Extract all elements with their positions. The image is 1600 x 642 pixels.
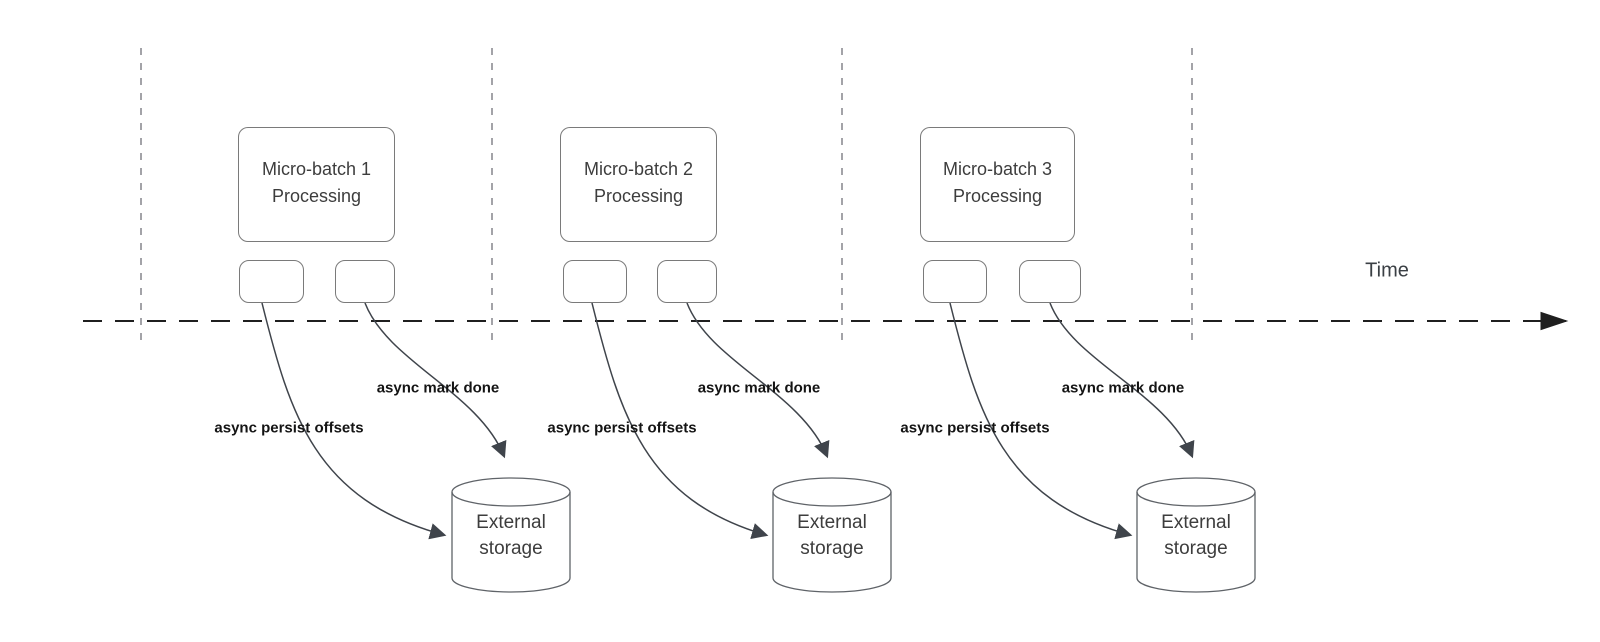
mark-done-arrow-3 [1049,302,1195,459]
microbatch-1-box-label: Micro-batch 1 Processing [261,158,372,206]
storage-label-1: External storage [476,512,546,559]
external-storage-cylinder-2 [772,477,892,593]
storage-label-2: External storage [797,512,867,559]
mark-done-label-3: async mark done [1061,379,1185,397]
microbatch-2-box-label: Micro-batch 2 Processing [583,158,694,206]
microbatch-2-offset-slot [563,260,627,303]
microbatch-2-box: Micro-batch 2 Processing [560,127,717,242]
microbatch-3-offset-slot [923,260,987,303]
mark-done-arrow-2 [686,302,830,459]
microbatch-1-box: Micro-batch 1 Processing [238,127,395,242]
microbatch-3-box: Micro-batch 3 Processing [920,127,1075,242]
persist-offsets-label-1: async persist offsets [214,419,364,437]
microbatch-3-box-label: Micro-batch 3 Processing [942,158,1053,206]
microbatch-3-done-slot [1019,260,1081,303]
external-storage-cylinder-1 [451,477,571,593]
microbatch-1-done-slot [335,260,395,303]
external-storage-cylinder-3 [1136,477,1256,593]
persist-offsets-arrow-2 [591,302,769,540]
storage-label-3: External storage [1161,512,1231,559]
time-axis-label: Time [1365,259,1409,282]
microbatch-2-done-slot [657,260,717,303]
mark-done-label-2: async mark done [697,379,821,397]
microbatch-1-offset-slot [239,260,304,303]
persist-offsets-label-2: async persist offsets [547,419,697,437]
mark-done-arrow-1 [364,302,507,459]
mark-done-label-1: async mark done [376,379,500,397]
persist-offsets-label-3: async persist offsets [900,419,1050,437]
persist-offsets-arrow-1 [261,302,447,540]
persist-offsets-arrow-3 [949,302,1133,540]
